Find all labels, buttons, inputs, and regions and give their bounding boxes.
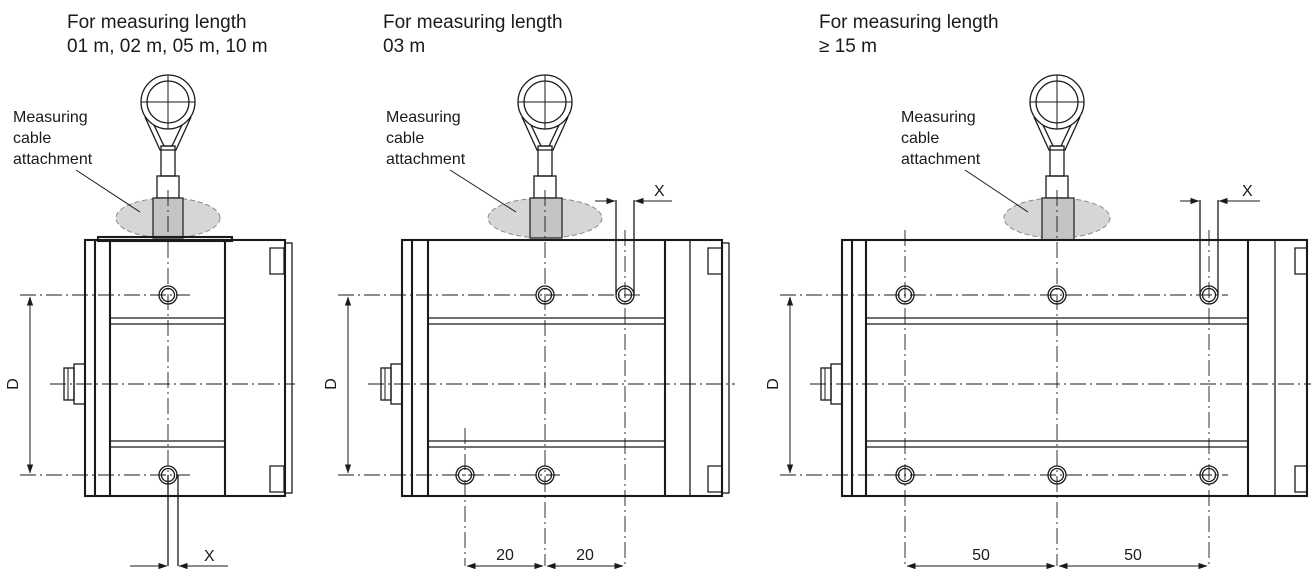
callout-line-3: attachment [901, 151, 981, 168]
dim-x-label: X [654, 183, 665, 200]
sensor-housing [820, 200, 1309, 498]
heading-line-1: For measuring length [819, 12, 999, 33]
callout-line-2: cable [13, 130, 51, 147]
cable-attachment-block [1041, 197, 1075, 241]
dim-right-label: 50 [1124, 547, 1142, 564]
callout-line-1: Measuring [386, 109, 461, 126]
dim-left-label: 20 [496, 547, 514, 564]
callout-line-3: attachment [386, 151, 466, 168]
heading-line-2: 03 m [383, 36, 425, 57]
callout-leader [75, 169, 141, 213]
dim-left-label: 50 [972, 547, 990, 564]
view-2: For measuring length 03 m Measuring cabl… [323, 12, 735, 570]
cable-eye [517, 74, 573, 199]
cable-eye [140, 74, 196, 199]
callout-line-3: attachment [13, 151, 93, 168]
callout-line-1: Measuring [13, 109, 88, 126]
heading-line-1: For measuring length [383, 12, 563, 33]
heading-line-2: 01 m, 02 m, 05 m, 10 m [67, 36, 268, 57]
cable-eye [1029, 74, 1085, 199]
callout-line-2: cable [386, 130, 424, 147]
dim-x-label: X [204, 548, 215, 565]
callout-leader [964, 169, 1029, 213]
callout-line-2: cable [901, 130, 939, 147]
callout-leader [449, 169, 517, 213]
callout-line-1: Measuring [901, 109, 976, 126]
dim-d-label: D [323, 378, 340, 390]
dim-x-label: X [1242, 183, 1253, 200]
view-3: For measuring length ≥ 15 m Measuring ca… [765, 12, 1311, 570]
cable-attachment-block [529, 197, 563, 239]
heading-line-2: ≥ 15 m [819, 36, 877, 57]
sensor-housing [63, 235, 293, 566]
heading-line-1: For measuring length [67, 12, 247, 33]
dim-right-label: 20 [576, 547, 594, 564]
view-1: For measuring length 01 m, 02 m, 05 m, 1… [5, 12, 295, 570]
sensor-housing [380, 200, 730, 498]
dim-d-label: D [5, 378, 22, 390]
dim-d-label: D [765, 378, 782, 390]
